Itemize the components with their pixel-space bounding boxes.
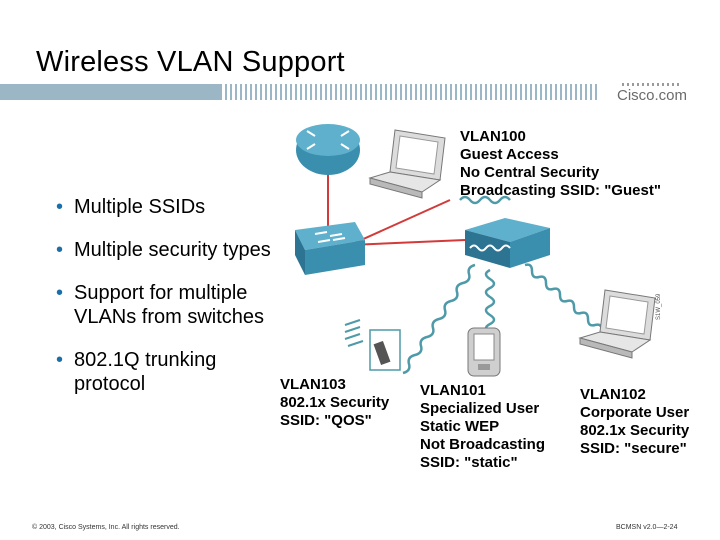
wireless-link-vlan103 [402, 263, 476, 375]
figure-id: S1W_059 [656, 293, 662, 320]
vlan102-label: VLAN102 Corporate User 802.1x Security S… [580, 386, 690, 457]
brand-logo: Cisco.com [617, 87, 688, 104]
wireless-link-vlan102 [524, 263, 604, 332]
bullet-item: • Multiple SSIDs [56, 195, 286, 219]
pda-vlan101-icon [467, 327, 501, 377]
vlan103-label: VLAN103 802.1x Security SSID: "QOS" [280, 376, 390, 429]
bullet-icon: • [56, 239, 64, 261]
footer-copyright: © 2003, Cisco Systems, Inc. All rights r… [32, 524, 180, 531]
wired-links [327, 170, 466, 246]
wireless-link-vlan100 [459, 195, 511, 205]
bullet-text: Multiple security types [74, 239, 271, 261]
brand-dots [622, 83, 682, 86]
switch-icon [295, 222, 365, 275]
title-underline-bar [0, 84, 720, 100]
wireless-phone-vlan103-icon [344, 319, 401, 371]
network-diagram-svg [295, 124, 656, 377]
page-title: Wireless VLAN Support [36, 46, 345, 78]
access-point-icon [465, 218, 550, 268]
router-icon [296, 124, 360, 175]
bullet-icon: • [56, 282, 64, 304]
title-bar-stripes [220, 84, 600, 100]
bullet-item: • Support for multiple VLANs from switche… [56, 281, 286, 329]
bullet-list: • Multiple SSIDs • Multiple security types… [56, 195, 286, 415]
laptop-vlan102-icon [578, 289, 656, 359]
footer-course: BCMSN v2.0—2-24 [616, 524, 678, 531]
wireless-vlan-diagram: VLAN100 Guest Access No Central Security… [260, 110, 720, 490]
title-bar-solid [0, 84, 220, 100]
switch-ap-link [349, 239, 466, 246]
bullet-text: Multiple SSIDs [74, 196, 206, 218]
bullet-icon: • [56, 196, 64, 218]
vlan100-label: VLAN100 Guest Access No Central Security… [460, 128, 661, 199]
bullet-text: Support for multiple VLANs from switches [74, 282, 265, 328]
laptop-vlan100-icon [368, 129, 446, 199]
vlan101-label: VLAN101 Specialized User Static WEP Not … [420, 382, 546, 471]
bullet-icon: • [56, 349, 64, 371]
bullet-item: • 802.1Q trunking protocol [56, 348, 286, 396]
bullet-item: • Multiple security types [56, 238, 286, 262]
bullet-text: 802.1Q trunking protocol [74, 349, 217, 395]
laptop-link [349, 199, 451, 246]
